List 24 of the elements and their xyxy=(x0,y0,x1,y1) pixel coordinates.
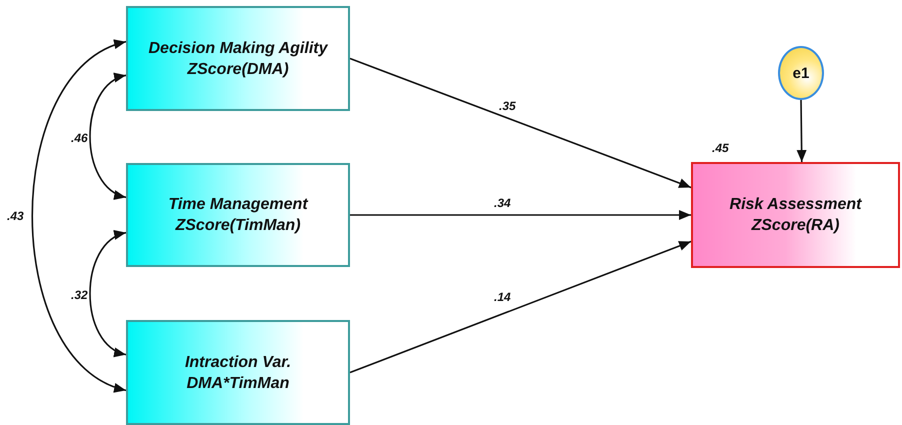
variable-label: Decision Making Agility ZScore(DMA) xyxy=(148,38,329,80)
variable-label: Intraction Var. DMA*TimMan xyxy=(184,352,292,394)
edge-label: .14 xyxy=(493,290,512,304)
edge-label: .35 xyxy=(498,99,517,113)
error-label: e1 xyxy=(792,64,810,84)
variable-label: Risk Assessment ZScore(RA) xyxy=(728,195,863,236)
edge-label: .46 xyxy=(70,131,89,145)
path-arrow xyxy=(350,210,691,220)
path-arrow xyxy=(350,240,692,374)
r-squared-label: .45 xyxy=(711,141,730,155)
path-arrow xyxy=(796,100,807,162)
variable-label: Time Management ZScore(TimMan) xyxy=(167,195,310,236)
covariance-arrow xyxy=(32,40,126,392)
path-arrow xyxy=(350,58,692,188)
covariance-arrow xyxy=(89,232,126,356)
edge-label: .34 xyxy=(493,196,512,210)
edge-label: .43 xyxy=(6,209,25,223)
observed-variable-box xyxy=(126,320,350,425)
edge-label: .32 xyxy=(70,288,89,302)
error-term-circle xyxy=(778,46,824,100)
observed-variable-box xyxy=(126,6,350,111)
outcome-variable-box xyxy=(691,162,900,268)
observed-variable-box xyxy=(126,163,350,267)
covariance-arrow xyxy=(89,74,126,198)
